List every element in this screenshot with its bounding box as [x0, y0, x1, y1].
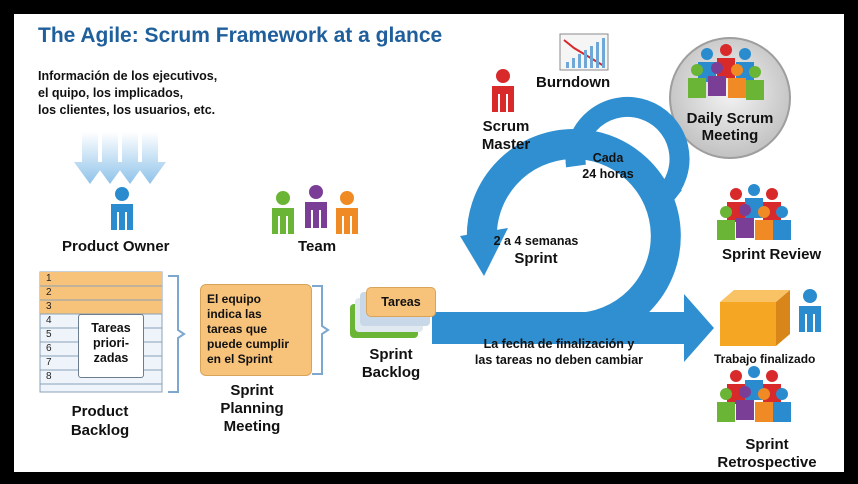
- sprint-planning-label-line: Meeting: [223, 418, 281, 435]
- finished-work-person-icon: [799, 289, 821, 332]
- sprint-planning-card-line: en el Sprint: [207, 352, 273, 366]
- backlog-row-number: 4: [46, 315, 52, 326]
- sprint-cycle-name: Sprint: [514, 250, 558, 267]
- prioritized-tasks-line: priori-: [92, 336, 130, 350]
- daily-cycle-label: Cada 24 horas: [576, 150, 640, 182]
- sprint-cycle-label: 2 a 4 semanas Sprint: [486, 232, 586, 268]
- inputs-line: los clientes, los usuarios, etc.: [38, 103, 216, 117]
- scrum-master-label: Scrum Master: [480, 118, 532, 154]
- product-owner-label: Product Owner: [62, 238, 170, 255]
- sprint-planning-card-line: El equipo: [207, 292, 261, 306]
- team-label: Team: [298, 238, 337, 255]
- daily-cycle-label-line: Cada: [592, 151, 624, 165]
- scrum-diagram: The Agile: Scrum Framework at a glance I…: [14, 14, 844, 472]
- sprint-review-icon: [717, 184, 791, 240]
- backlog-row-number: 2: [46, 287, 52, 298]
- burndown-label: Burndown: [536, 74, 611, 91]
- fixed-scope-note-line: La fecha de finalización y: [483, 337, 635, 351]
- backlog-row-number: 1: [46, 273, 52, 284]
- backlog-row-number: 6: [46, 343, 52, 354]
- sprint-planning-card-line: indica las: [207, 307, 262, 321]
- daily-scrum-circle: [669, 37, 791, 159]
- sprint-planning-card: El equipo indica las tareas que puede cu…: [200, 284, 312, 376]
- burndown-chart-icon: [559, 33, 609, 71]
- planning-bracket: [312, 285, 330, 375]
- sprint-cycle-duration: 2 a 4 semanas: [493, 234, 579, 248]
- sprint-backlog-label-line: Sprint: [369, 346, 413, 363]
- daily-scrum-label-line: Daily Scrum: [686, 110, 774, 127]
- sprint-planning-card-line: tareas que: [207, 322, 268, 336]
- inputs-line: Información de los ejecutivos,: [38, 69, 218, 83]
- sprint-backlog-card: Tareas: [366, 287, 436, 317]
- prioritized-tasks-card: Tareas priori- zadas: [78, 314, 144, 378]
- daily-scrum-label: Daily Scrum Meeting: [682, 110, 778, 144]
- daily-scrum-label-line: Meeting: [701, 127, 759, 144]
- retrospective-label: Sprint Retrospective: [714, 436, 820, 472]
- inputs-line: el quipo, los implicados,: [38, 86, 184, 100]
- product-backlog-label-line: Product: [71, 403, 129, 420]
- backlog-row-number: 5: [46, 329, 52, 340]
- page-title: The Agile: Scrum Framework at a glance: [38, 24, 443, 47]
- fixed-scope-note: La fecha de finalización y las tareas no…: [454, 336, 664, 368]
- scrum-master-label-line: Master: [481, 136, 531, 153]
- sprint-planning-label-line: Sprint: [230, 382, 274, 399]
- team-icon: [272, 185, 358, 234]
- product-owner-icon: [111, 187, 133, 230]
- scrum-master-label-line: Scrum: [482, 118, 530, 135]
- sprint-planning-label: Sprint Planning Meeting: [210, 382, 294, 436]
- backlog-row-number: 7: [46, 357, 52, 368]
- daily-cycle-label-line: 24 horas: [582, 167, 634, 181]
- sprint-backlog-label-line: Backlog: [361, 364, 421, 381]
- backlog-row-number: 8: [46, 371, 52, 382]
- sprint-review-label: Sprint Review: [722, 246, 822, 263]
- retrospective-label-line: Sprint: [745, 436, 789, 453]
- product-backlog-label-line: Backlog: [70, 422, 130, 439]
- sprint-planning-label-line: Planning: [220, 400, 284, 417]
- fixed-scope-note-line: las tareas no deben cambiar: [474, 353, 644, 367]
- product-backlog-label: Product Backlog: [60, 402, 140, 440]
- sprint-backlog-label: Sprint Backlog: [358, 346, 424, 382]
- prioritized-tasks-line: zadas: [93, 351, 129, 365]
- scrum-master-icon: [492, 69, 514, 112]
- retrospective-label-line: Retrospective: [717, 454, 817, 471]
- retrospective-icon: [717, 366, 791, 422]
- backlog-row-number: 3: [46, 301, 52, 312]
- input-arrows: [74, 132, 166, 184]
- sprint-planning-card-line: puede cumplir: [207, 337, 290, 351]
- stakeholder-inputs: Información de los ejecutivos, el quipo,…: [38, 68, 217, 119]
- finished-work-box: [720, 290, 790, 346]
- prioritized-tasks-line: Tareas: [91, 321, 131, 335]
- sprint-cycle-arrow: [432, 129, 714, 362]
- finished-work-label: Trabajo finalizado: [714, 352, 816, 366]
